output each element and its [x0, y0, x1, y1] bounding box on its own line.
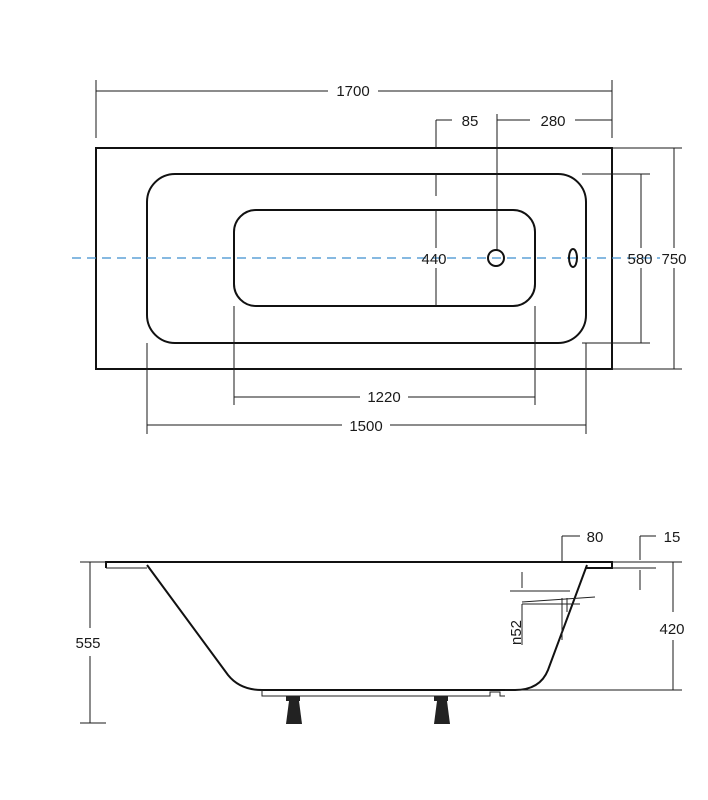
dim-length-label: 1700 — [336, 83, 369, 100]
dim-basin-depth-label: 420 — [659, 621, 684, 638]
tub-body-outline — [146, 564, 588, 691]
dim-rim-thickness-label: 15 — [664, 529, 681, 546]
dim-inner-length-label: 1220 — [367, 389, 400, 406]
dim-basin-width-label: 580 — [627, 251, 652, 268]
overflow-icon — [568, 248, 578, 268]
dim-basin-length-label: 1500 — [349, 418, 382, 435]
tub-inner-bottom-outline — [233, 209, 536, 307]
tub-rim-outline — [105, 561, 613, 569]
dim-drain-offset-label: 85 — [462, 113, 479, 130]
dim-drain-end-label: 280 — [540, 113, 565, 130]
leg-right-icon — [434, 696, 450, 724]
leg-left-icon — [286, 696, 302, 724]
dim-total-height-label: 555 — [75, 635, 100, 652]
dim-inner-width-label: 440 — [421, 251, 446, 268]
dim-total-width-label: 750 — [661, 251, 686, 268]
tub-base-frame — [261, 690, 505, 697]
dim-rim-right-label: 80 — [587, 529, 604, 546]
top-view: 1700 85 280 440 580 750 1220 — [72, 80, 687, 435]
drain-icon — [487, 249, 505, 267]
side-view: n52 80 15 420 555 — [75, 529, 685, 724]
overflow-size-label: n52 — [508, 620, 525, 645]
